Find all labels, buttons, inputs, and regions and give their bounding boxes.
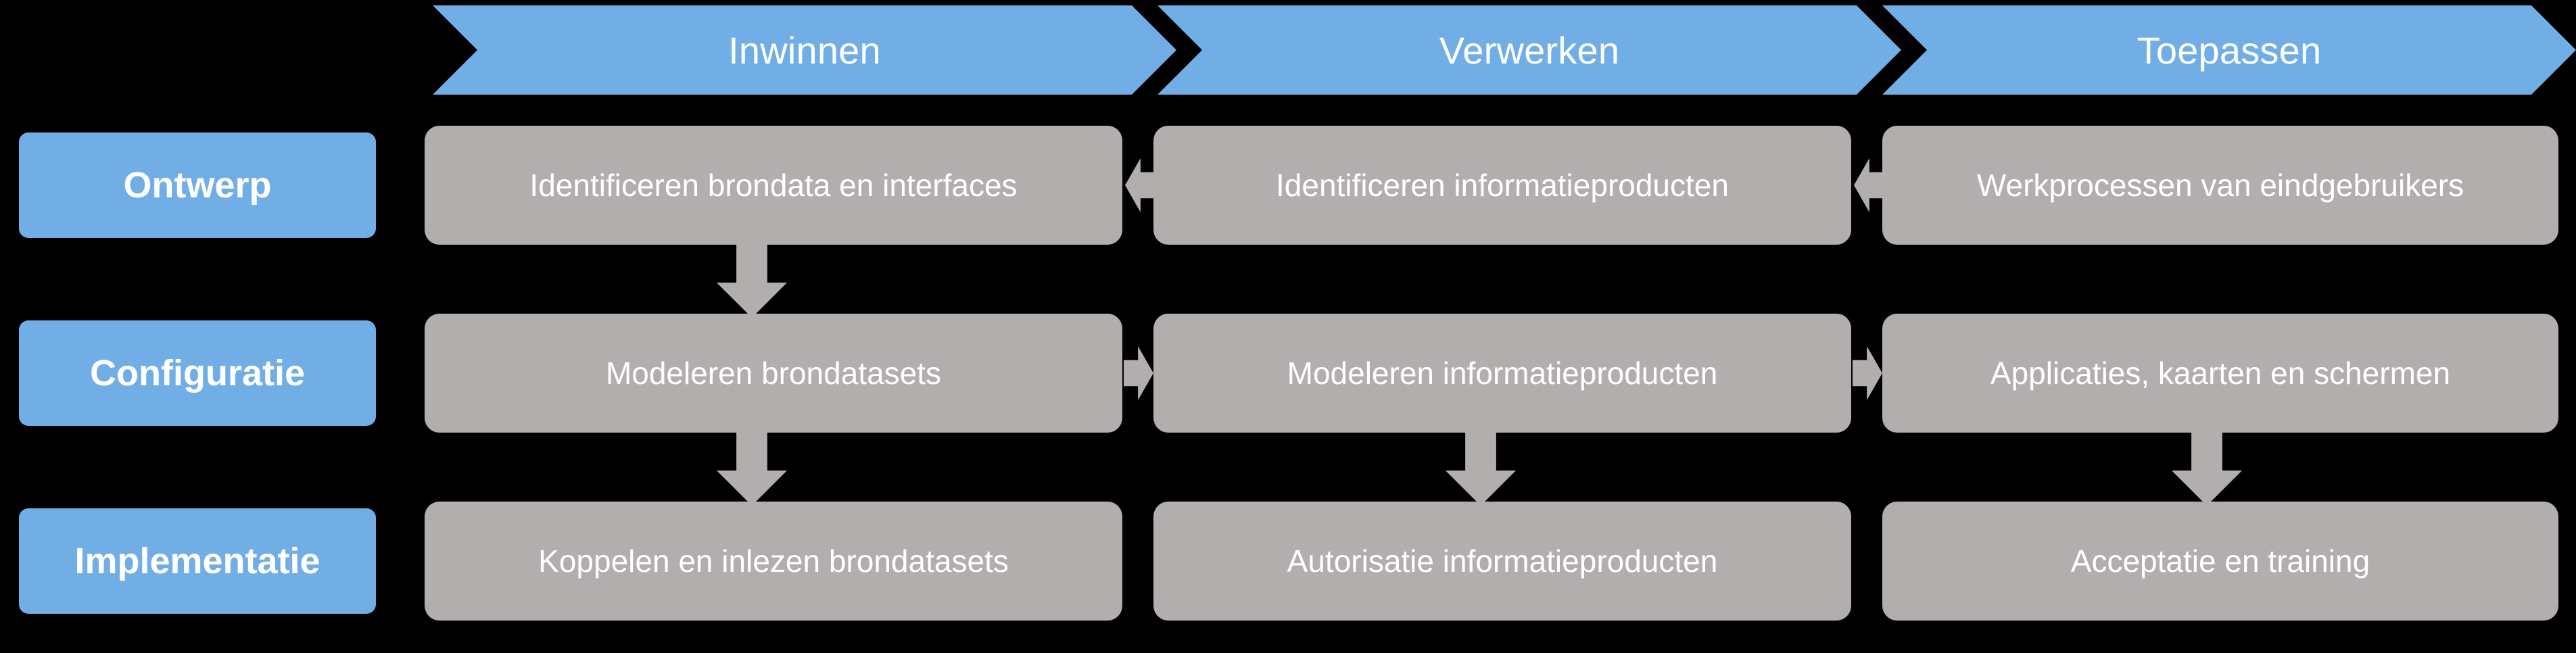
row-label-text: Ontwerp: [123, 165, 272, 205]
cell-ontwerp-verwerken: Identificeren informatieproducten: [1153, 126, 1851, 245]
arrow-down-icon: [2172, 433, 2242, 506]
cell-text: Koppelen en inlezen brondatasets: [538, 543, 1009, 579]
cell-text: Applicaties, kaarten en schermen: [1990, 356, 2451, 391]
column-header-label: Inwinnen: [728, 28, 881, 72]
cell-implementatie-inwinnen: Koppelen en inlezen brondatasets: [425, 502, 1122, 621]
cell-text: Modeleren informatieproducten: [1287, 356, 1718, 391]
row-label-ontwerp: Ontwerp: [19, 132, 376, 238]
cell-implementatie-toepassen: Acceptatie en training: [1882, 502, 2558, 621]
cell-ontwerp-inwinnen: Identificeren brondata en interfaces: [425, 126, 1122, 245]
cell-text: Identificeren brondata en interfaces: [529, 168, 1018, 203]
row-label-configuratie: Configuratie: [19, 320, 376, 426]
cell-implementatie-verwerken: Autorisatie informatieproducten: [1153, 502, 1851, 621]
column-header-label: Verwerken: [1439, 28, 1620, 72]
cell-configuratie-toepassen: Applicaties, kaarten en schermen: [1882, 314, 2558, 433]
column-header-verwerken: Verwerken: [1158, 5, 1901, 95]
arrow-right-icon: [1853, 346, 1882, 400]
row-label-text: Implementatie: [74, 541, 320, 581]
cell-text: Autorisatie informatieproducten: [1287, 543, 1718, 579]
column-header-toepassen: Toepassen: [1882, 5, 2576, 95]
cell-text: Identificeren informatieproducten: [1276, 168, 1729, 203]
arrow-left-icon: [1125, 158, 1155, 212]
cell-configuratie-inwinnen: Modeleren brondatasets: [425, 314, 1122, 433]
arrow-down-icon: [1446, 433, 1516, 506]
arrow-down-icon: [717, 433, 787, 506]
row-label-text: Configuratie: [90, 353, 305, 393]
cell-text: Werkprocessen van eindgebruikers: [1976, 168, 2464, 203]
column-header-inwinnen: Inwinnen: [433, 5, 1176, 95]
cell-configuratie-verwerken: Modeleren informatieproducten: [1153, 314, 1851, 433]
row-label-implementatie: Implementatie: [19, 508, 376, 614]
cell-ontwerp-toepassen: Werkprocessen van eindgebruikers: [1882, 126, 2558, 245]
arrow-left-icon: [1854, 158, 1884, 212]
arrow-right-icon: [1124, 346, 1153, 400]
arrow-down-icon: [717, 245, 787, 318]
column-header-label: Toepassen: [2137, 28, 2322, 72]
cell-text: Acceptatie en training: [2070, 543, 2370, 579]
cell-text: Modeleren brondatasets: [605, 356, 942, 391]
